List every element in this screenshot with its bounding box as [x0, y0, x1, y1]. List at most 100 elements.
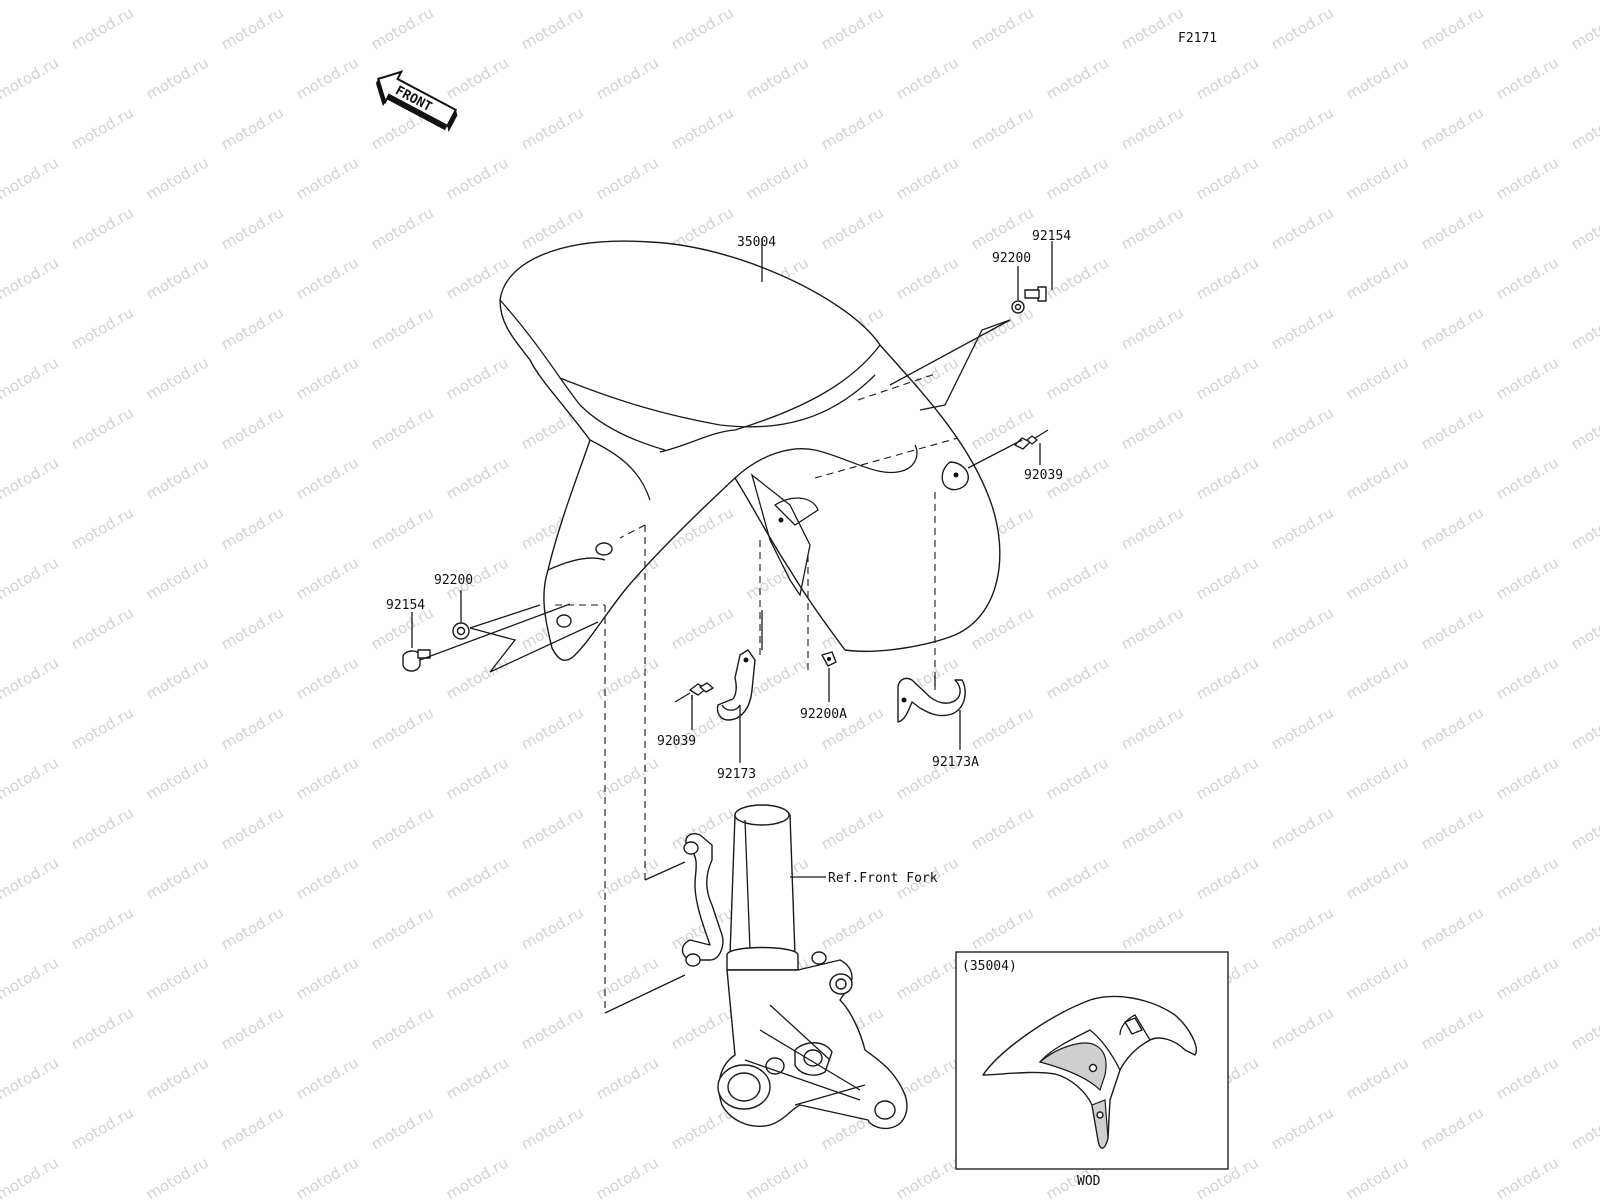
watermark-text: motod.ru [1343, 953, 1412, 1003]
watermark-text: motod.ru [1568, 703, 1600, 753]
watermark-text: motod.ru [1568, 3, 1600, 53]
watermark-text: motod.ru [1193, 753, 1262, 803]
clamp-left-icon [674, 682, 714, 703]
watermark-text: motod.ru [68, 203, 137, 253]
watermark-text: motod.ru [68, 3, 137, 53]
watermark-text: motod.ru [443, 353, 512, 403]
watermark-text: motod.ru [443, 1153, 512, 1200]
watermark-text: motod.ru [1118, 303, 1187, 353]
watermark-text: motod.ru [0, 753, 62, 803]
watermark-text: motod.ru [593, 0, 662, 3]
watermark-text: motod.ru [1193, 0, 1262, 3]
watermark-text: motod.ru [218, 303, 287, 353]
watermark-text: motod.ru [593, 953, 662, 1003]
watermark-text: motod.ru [818, 103, 887, 153]
watermark-text: motod.ru [1118, 203, 1187, 253]
watermark-text: motod.ru [743, 153, 812, 203]
watermark-text: motod.ru [518, 103, 587, 153]
watermark-text: motod.ru [743, 0, 812, 3]
watermark-text: motod.ru [1568, 203, 1600, 253]
watermark-text: motod.ru [818, 203, 887, 253]
watermark-text: motod.ru [893, 1153, 962, 1200]
watermark-text: motod.ru [68, 603, 137, 653]
watermark-text: motod.ru [143, 153, 212, 203]
watermark-text: motod.ru [1193, 253, 1262, 303]
watermark-text: motod.ru [0, 453, 62, 503]
watermark-text: motod.ru [293, 53, 362, 103]
watermark-text: motod.ru [518, 1003, 587, 1053]
watermark-text: motod.ru [668, 1003, 737, 1053]
watermark-text: motod.ru [1343, 0, 1412, 3]
watermark-text: motod.ru [1118, 503, 1187, 553]
bolt-right-icon [1011, 286, 1047, 314]
watermark-text: motod.ru [143, 253, 212, 303]
watermark-text: motod.ru [1343, 653, 1412, 703]
watermark-text: motod.ru [743, 1153, 812, 1200]
watermark-text: motod.ru [1193, 53, 1262, 103]
label-92039-left: 92039 [657, 734, 696, 749]
watermark-text: motod.ru [0, 853, 62, 903]
watermark-text: motod.ru [1568, 303, 1600, 353]
watermark-text: motod.ru [293, 553, 362, 603]
watermark-text: motod.ru [1493, 253, 1562, 303]
watermark-text: motod.ru [368, 1003, 437, 1053]
watermark-text: motod.ru [1418, 803, 1487, 853]
label-92200-right: 92200 [992, 251, 1031, 266]
watermark-text: motod.ru [68, 403, 137, 453]
watermark-text: motod.ru [1268, 303, 1337, 353]
watermark-text: motod.ru [1268, 3, 1337, 53]
watermark-text: motod.ru [218, 403, 287, 453]
watermark-text: motod.ru [443, 953, 512, 1003]
watermark-text: motod.ru [968, 203, 1037, 253]
watermark-text: motod.ru [1343, 1153, 1412, 1200]
label-ref-front-fork: Ref.Front Fork [828, 871, 938, 886]
watermark-text: motod.ru [218, 3, 287, 53]
watermark-text: motod.ru [443, 0, 512, 3]
watermark-text: motod.ru [1568, 1103, 1600, 1153]
watermark-text: motod.ru [293, 353, 362, 403]
watermark-text: motod.ru [293, 753, 362, 803]
watermark-text: motod.ru [518, 803, 587, 853]
watermark-text: motod.ru [1418, 1003, 1487, 1053]
watermark-text: motod.ru [818, 3, 887, 53]
watermark-text: motod.ru [1568, 103, 1600, 153]
watermark-text: motod.ru [1418, 403, 1487, 453]
watermark-text: motod.ru [0, 253, 62, 303]
watermark-text: motod.ru [818, 803, 887, 853]
watermark-text: motod.ru [218, 703, 287, 753]
watermark-text: motod.ru [293, 653, 362, 703]
watermark-text: motod.ru [0, 1053, 62, 1103]
watermark-text: motod.ru [1493, 0, 1562, 3]
watermark-text: motod.ru [293, 1153, 362, 1200]
watermark-text: motod.ru [743, 53, 812, 103]
watermark-text: motod.ru [368, 3, 437, 53]
watermark-text: motod.ru [293, 853, 362, 903]
watermark-text: motod.ru [968, 103, 1037, 153]
watermark-text: motod.ru [593, 153, 662, 203]
watermark-text: motod.ru [68, 1103, 137, 1153]
watermark-text: motod.ru [0, 1153, 62, 1200]
clamp-right-icon [1014, 429, 1049, 450]
watermark-text: motod.ru [368, 303, 437, 353]
watermark-text: motod.ru [968, 303, 1037, 353]
watermark-text: motod.ru [68, 503, 137, 553]
watermark-text: motod.ru [593, 653, 662, 703]
watermark-text: motod.ru [0, 153, 62, 203]
watermark-text: motod.ru [893, 253, 962, 303]
watermark-text: motod.ru [1493, 453, 1562, 503]
watermark-text: motod.ru [218, 803, 287, 853]
watermark-text: motod.ru [1493, 853, 1562, 903]
watermark-text: motod.ru [1193, 553, 1262, 603]
watermark-text: motod.ru [1343, 453, 1412, 503]
watermark-text: motod.ru [893, 153, 962, 203]
watermark-text: motod.ru [968, 703, 1037, 753]
watermark-text: motod.ru [893, 0, 962, 3]
watermark-text: motod.ru [518, 3, 587, 53]
watermark-text: motod.ru [368, 803, 437, 853]
watermark-text: motod.ru [368, 903, 437, 953]
watermark-text: motod.ru [293, 153, 362, 203]
bracket-icon [716, 649, 756, 721]
watermark-text: motod.ru [1118, 403, 1187, 453]
watermark-text: motod.ru [1493, 1153, 1562, 1200]
